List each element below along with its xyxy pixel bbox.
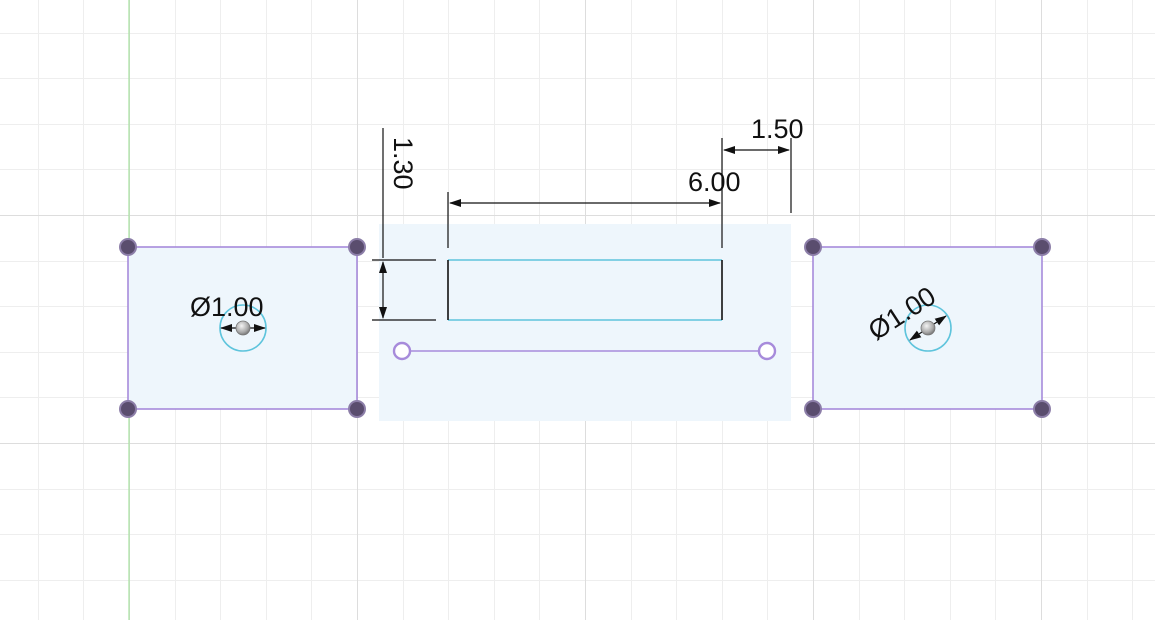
offset-dimension[interactable]: 1.50 — [751, 114, 804, 144]
construction-end-point-icon[interactable] — [757, 341, 777, 361]
height-dimension[interactable]: 1.30 — [388, 137, 418, 190]
center-profile-region[interactable] — [379, 224, 791, 421]
construction-start-point-icon[interactable] — [392, 341, 412, 361]
left-rect-bottom-left-point-icon[interactable] — [119, 400, 137, 418]
sketch-points[interactable] — [119, 238, 1051, 418]
center-slot-rectangle[interactable] — [447, 259, 723, 321]
left-rectangle[interactable] — [127, 246, 358, 410]
right-rect-bottom-right-point-icon[interactable] — [1033, 400, 1051, 418]
right-rect-top-left-point-icon[interactable] — [804, 238, 822, 256]
right-rect-bottom-left-point-icon[interactable] — [804, 400, 822, 418]
left-rect-top-left-point-icon[interactable] — [119, 238, 137, 256]
left-rect-bottom-right-point-icon[interactable] — [348, 400, 366, 418]
right-hole-center-icon — [920, 320, 936, 336]
slot-length-dimension[interactable]: 6.00 — [688, 167, 741, 197]
height-dimension-lines[interactable] — [372, 128, 436, 321]
left-diameter-dimension[interactable]: Ø1.00 — [190, 292, 264, 322]
left-rect-top-right-point-icon[interactable] — [348, 238, 366, 256]
offset-dimension-lines[interactable] — [723, 138, 792, 213]
left-hole-center-icon — [235, 320, 251, 336]
slot-length-dimension-lines[interactable] — [447, 138, 723, 248]
left-hole[interactable] — [219, 304, 267, 352]
right-hole[interactable] — [904, 304, 952, 352]
right-rect-top-right-point-icon[interactable] — [1033, 238, 1051, 256]
right-rectangle[interactable] — [812, 246, 1043, 410]
